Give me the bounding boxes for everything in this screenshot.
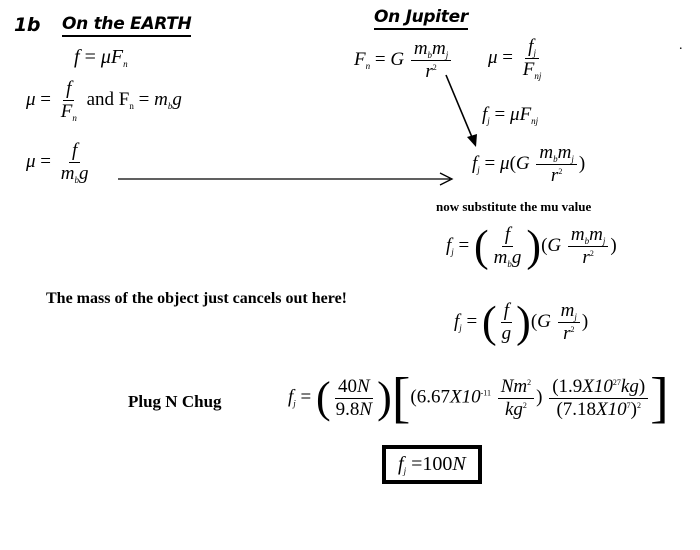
substitute-note: now substitute the mu value [436,199,592,214]
problem-number: 1b [14,14,41,36]
cancel-note: The mass of the object just cancels out … [46,290,347,307]
jupiter-friction-equation: fj = μFnj [482,104,539,126]
diagonal-arrow-line [445,74,475,143]
earth-friction-equation: f = μFn [74,46,128,69]
jupiter-heading: On Jupiter [374,7,468,30]
answer-value: 100 [422,453,453,475]
diagonal-arrow-head [467,134,477,147]
stray-dot: . [679,38,683,53]
answer-lhs: f [398,453,404,475]
and-text: and F [86,88,130,110]
answer-unit: N [452,453,466,475]
horizontal-arrow-head [439,172,454,186]
final-answer-box: fj =100N [382,445,482,484]
plug-note: Plug N Chug [128,392,222,411]
earth-heading: On the EARTH [62,14,192,37]
